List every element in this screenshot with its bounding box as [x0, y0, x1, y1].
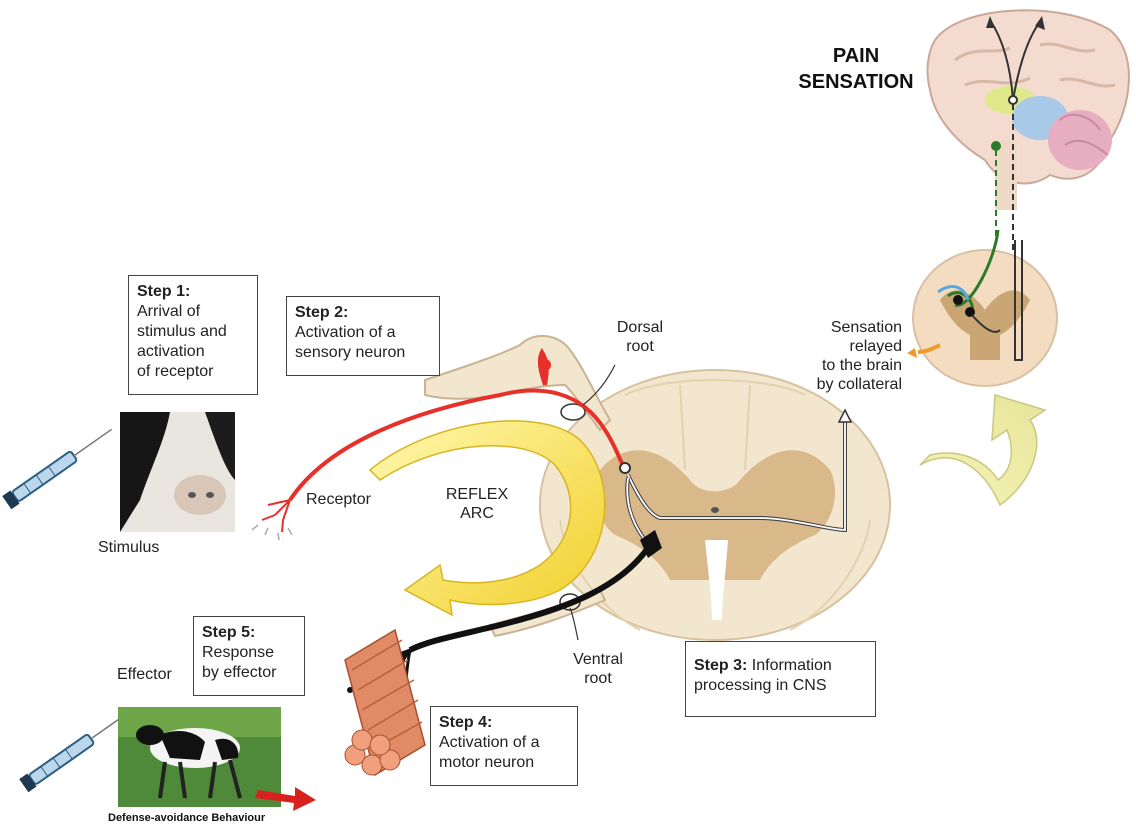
step3-line-2: processing in CNS [694, 676, 867, 696]
effector-label: Effector [117, 665, 172, 684]
stimulus-photo [120, 412, 235, 532]
reflex-arc-line: ARC [443, 504, 511, 523]
stimulus-label: Stimulus [98, 538, 159, 557]
sensation-line: Sensation [800, 318, 902, 337]
step4-line: Activation of a [439, 733, 569, 753]
step3-heading: Step 3: [694, 657, 747, 674]
step2-heading: Step 2: [295, 304, 348, 321]
reflex-arc-label: REFLEX ARC [443, 485, 511, 523]
receptor-label: Receptor [306, 490, 371, 509]
step1-box: Step 1: Arrival of stimulus and activati… [128, 275, 258, 395]
step4-box: Step 4: Activation of a motor neuron [430, 706, 578, 786]
effector-photo [118, 707, 281, 807]
step5-line: by effector [202, 663, 296, 683]
step3-line-1: Step 3: Information [694, 656, 867, 676]
step4-heading: Step 4: [439, 714, 492, 731]
reflex-arc-line: REFLEX [443, 485, 511, 504]
step1-line: activation [137, 342, 249, 362]
step4-line: motor neuron [439, 753, 569, 773]
ventral-root-line: Ventral [568, 650, 628, 669]
dorsal-root-line: Dorsal [612, 318, 668, 337]
step1-heading: Step 1: [137, 283, 190, 300]
title-line-2: SENSATION [786, 69, 926, 95]
small-spinal-cord [907, 230, 1057, 386]
curved-arrow [920, 395, 1045, 505]
syringe-icon-2 [19, 706, 133, 793]
step2-line: sensory neuron [295, 343, 431, 363]
dorsal-root-label: Dorsal root [612, 318, 668, 356]
ventral-root-label: Ventral root [568, 650, 628, 688]
step5-heading: Step 5: [202, 624, 255, 641]
sensation-line: to the brain [800, 356, 902, 375]
step5-line: Response [202, 643, 296, 663]
step2-box: Step 2: Activation of a sensory neuron [286, 296, 440, 376]
sensation-label: Sensation relayed to the brain by collat… [800, 318, 902, 394]
page-title: PAIN SENSATION [786, 43, 926, 95]
behaviour-caption: Defense-avoidance Behaviour [108, 812, 265, 824]
step1-line: Arrival of [137, 302, 249, 322]
dorsal-root-line: root [612, 337, 668, 356]
ventral-root-line: root [568, 669, 628, 688]
sensation-line: by collateral [800, 375, 902, 394]
title-line-1: PAIN [786, 43, 926, 69]
step1-line: stimulus and [137, 322, 249, 342]
step5-box: Step 5: Response by effector [193, 616, 305, 696]
step3-text: Information [747, 657, 831, 674]
step2-line: Activation of a [295, 323, 431, 343]
sensation-line: relayed [800, 337, 902, 356]
syringe-icon [2, 423, 116, 510]
step1-line: of receptor [137, 362, 249, 382]
brain-illustration [928, 10, 1129, 250]
step3-box: Step 3: Information processing in CNS [685, 641, 876, 717]
